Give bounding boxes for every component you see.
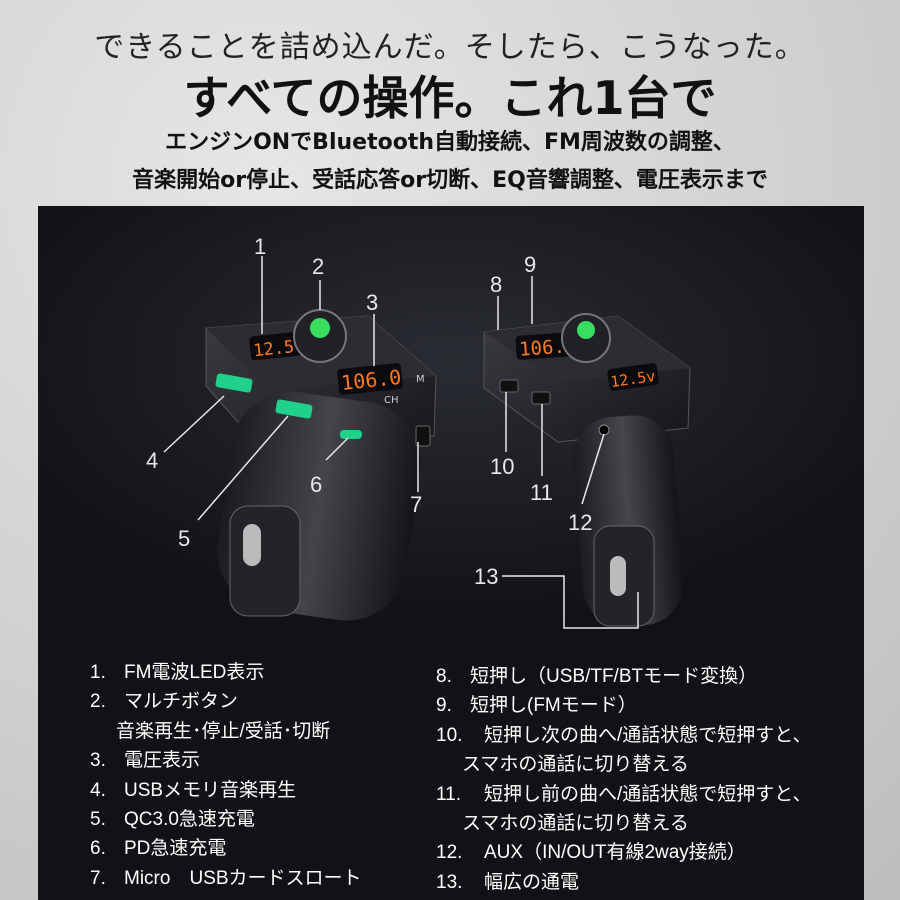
feature-item-continuation: 音楽再生･停止/受話･切断 — [90, 717, 362, 746]
product-panel: 12.5v 106.0 M CH 10 6. 8 — [38, 206, 864, 900]
header-title: すべての操作。これ1台で — [183, 71, 717, 125]
header-tagline: できることを詰め込んだ。そしたら、こうなった。 — [94, 30, 806, 65]
feature-text: 短押し前の曲へ/通話状態で短押すと、 — [484, 783, 812, 805]
callout-10: 10 — [490, 454, 514, 479]
feature-text: PD急速充電 — [124, 838, 227, 860]
prev-button — [499, 379, 519, 393]
feature-text: AUX（IN/OUT有線2way接続） — [484, 842, 746, 864]
callout-6: 6 — [310, 472, 322, 497]
feature-item: 13. 幅広の通電 — [436, 868, 812, 897]
backdrop — [38, 206, 864, 646]
callout-11: 11 — [530, 480, 553, 505]
header-description-2: 音楽開始or停止、受話応答or切断、EQ音響調整、電圧表示まで — [132, 168, 768, 193]
right-device: 106.8 12.5v — [483, 313, 691, 627]
feature-number: 1. — [90, 662, 106, 683]
feature-number: 8. — [436, 666, 452, 687]
feature-text: Micro USBカードスロート — [124, 867, 362, 889]
feature-item: 1. FM電波LED表示 — [90, 658, 362, 687]
feature-text: スマホの通話に切り替える — [462, 813, 689, 835]
feature-number: 2. — [90, 691, 106, 713]
feature-text: USBメモリ音楽再生 — [124, 779, 297, 801]
m-button-label: M — [416, 374, 425, 385]
left-device: 12.5v 106.0 M CH — [205, 309, 437, 621]
feature-item: 7. Micro USBカードスロート — [90, 864, 362, 893]
feature-item: 9. 短押し(FMモード） — [436, 691, 812, 720]
feature-text: 幅広の通電 — [484, 871, 580, 893]
feature-number: 10. — [436, 724, 463, 746]
micro-sd-slot — [415, 425, 431, 447]
feature-item: 10. 短押し次の曲へ/通話状態で短押すと、 — [436, 721, 812, 750]
feature-item: 11. 短押し前の曲へ/通話状態で短押すと、 — [436, 780, 812, 809]
feature-item: 8. 短押し（USB/TF/BTモード変換） — [436, 662, 812, 691]
leader-lines — [163, 256, 639, 629]
callout-numbers: 1 2 3 4 5 6 7 8 9 10 11 12 13 — [146, 234, 592, 589]
feature-number: 5. — [90, 809, 106, 831]
callout-3: 3 — [366, 290, 378, 315]
callout-4: 4 — [146, 448, 158, 473]
feature-item-continuation: スマホの通話に切り替える — [436, 750, 812, 779]
feature-item: 3. 電圧表示 — [90, 746, 362, 775]
callout-5: 5 — [178, 526, 190, 551]
callout-8: 8 — [490, 272, 502, 297]
feature-number: 9. — [436, 695, 452, 717]
header-description-1: エンジンONでBluetooth自動接続、FM周波数の調整、 — [165, 130, 735, 155]
aux-jack — [598, 424, 610, 436]
feature-text: 音楽再生･停止/受話･切断 — [116, 720, 331, 742]
feature-text: 短押し(FMモード） — [470, 695, 637, 717]
callout-2: 2 — [312, 254, 324, 279]
feature-text: マルチボタン — [124, 691, 239, 713]
feature-number: 6. — [90, 838, 106, 860]
feature-list-left: 1. FM電波LED表示 2. マルチボタン 音楽再生･停止/受話･切断 3. 電圧表… — [90, 658, 362, 893]
feature-item: 5. QC3.0急速充電 — [90, 805, 362, 834]
feature-item: 12. AUX（IN/OUT有線2way接続） — [436, 838, 812, 867]
feature-list-right: 8. 短押し（USB/TF/BTモード変換） 9. 短押し(FMモード） 10. 短押… — [436, 662, 812, 897]
feature-text: スマホの通話に切り替える — [462, 754, 689, 776]
callout-7: 7 — [410, 492, 422, 517]
feature-item: 4. USBメモリ音楽再生 — [90, 776, 362, 805]
ch-button-label: CH — [384, 395, 399, 406]
feature-text: 短押し（USB/TF/BTモード変換） — [470, 666, 758, 687]
feature-text: 電圧表示 — [124, 750, 201, 772]
feature-number: 7. — [90, 867, 106, 889]
usb-port-1 — [215, 373, 253, 393]
feature-number: 4. — [90, 779, 106, 801]
feature-number: 3. — [90, 750, 106, 772]
feature-text: QC3.0急速充電 — [124, 809, 255, 831]
next-button — [531, 391, 551, 405]
feature-number: 11. — [436, 783, 462, 805]
usb-port-qc30 — [275, 399, 313, 419]
callout-13: 13 — [474, 564, 498, 589]
feature-number: 12. — [436, 842, 463, 864]
callout-1: 1 — [254, 234, 266, 259]
feature-number: 13. — [436, 871, 463, 893]
product-illustration: 12.5v 106.0 M CH 106.8 — [38, 206, 864, 646]
feature-text: FM電波LED表示 — [124, 662, 265, 683]
feature-item-continuation: スマホの通話に切り替える — [436, 809, 812, 838]
feature-text: 短押し次の曲へ/通話状態で短押すと、 — [484, 724, 812, 746]
feature-item: 6. PD急速充電 — [90, 834, 362, 863]
feature-item: 2. マルチボタン — [90, 687, 362, 716]
usb-c-port — [340, 430, 362, 439]
callout-9: 9 — [524, 252, 536, 277]
callout-12: 12 — [568, 510, 592, 535]
